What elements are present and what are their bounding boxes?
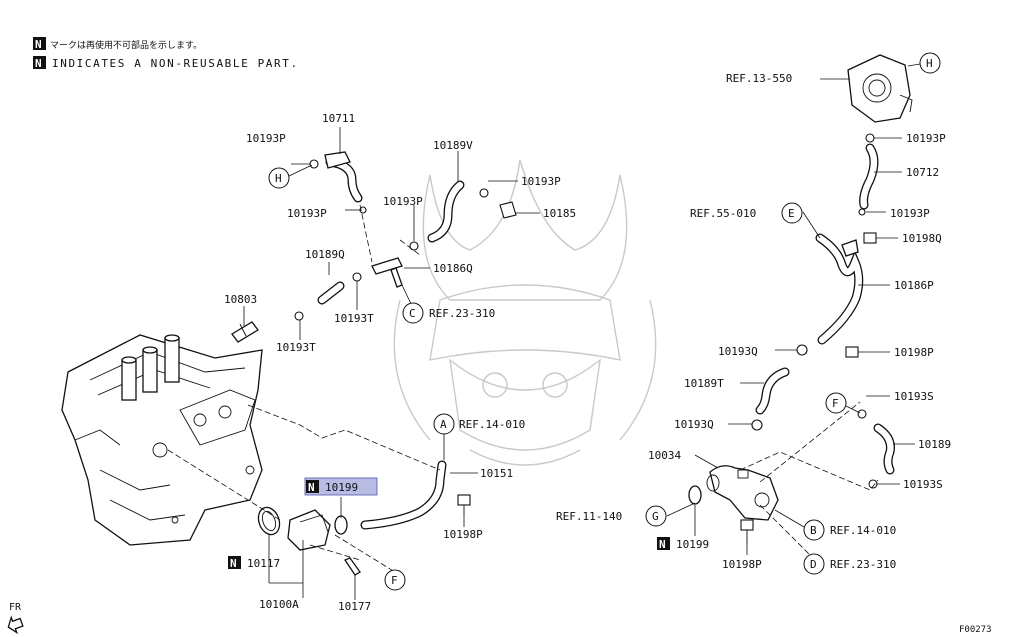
label-ref-13-550: REF.13-550 (726, 72, 792, 85)
note-en: N INDICATES A NON-REUSABLE PART. (33, 56, 299, 70)
thermostat-housing-drawing (257, 506, 361, 576)
engine-block-drawing (61, 334, 263, 546)
hose-10151-drawing (360, 460, 447, 530)
fr-label: FR (9, 602, 22, 613)
hose-10711-drawing (324, 151, 363, 203)
leader-lines (243, 78, 915, 600)
callout-letter: A (440, 418, 447, 431)
label-10199-b-text: 10199 (676, 538, 709, 551)
dashed-lines (167, 204, 879, 573)
label-10193s-b: 10193S (903, 478, 943, 491)
hose-10189v-drawing (427, 180, 465, 243)
label-10193p-a: 10193P (246, 132, 286, 145)
badge-letter: N (35, 57, 42, 70)
label-10199-a: N 10199 (304, 477, 378, 496)
callout-letter: D (810, 558, 817, 571)
clamps-left (294, 159, 517, 515)
label-10711: 10711 (322, 112, 355, 125)
label-10198q: 10198Q (902, 232, 942, 245)
label-10193p-e: 10193P (890, 207, 930, 220)
label-10193q-b: 10193Q (674, 418, 714, 431)
non-reusable-badge-icon (33, 37, 46, 50)
non-reusable-badge-icon (306, 480, 319, 493)
callout-g: G (645, 505, 667, 527)
callout-a: A (433, 413, 455, 435)
label-ref-23-310-b: REF.23-310 (830, 558, 896, 571)
sensor-10803-drawing (231, 321, 259, 343)
badge-letter: N (35, 38, 42, 51)
label-10151: 10151 (480, 467, 513, 480)
callout-letter: B (810, 524, 817, 537)
callout-f-left: F (384, 569, 406, 591)
label-10189v: 10189V (433, 139, 473, 152)
callout-h-left: H (268, 167, 290, 189)
front-arrow-icon (7, 615, 24, 635)
label-10199-a-text: 10199 (325, 481, 358, 494)
label-10198p-c: 10198P (722, 558, 762, 571)
hose-10189q-drawing (317, 281, 345, 305)
label-10117: N 10117 (228, 556, 280, 570)
joint-10186q-drawing (371, 257, 403, 288)
badge-letter: N (230, 557, 237, 570)
label-10186p: 10186P (894, 279, 934, 292)
label-10186q: 10186Q (433, 262, 473, 275)
label-10189t: 10189T (684, 377, 724, 390)
note-en-text: INDICATES A NON-REUSABLE PART. (52, 57, 299, 70)
label-10803: 10803 (224, 293, 257, 306)
label-10193t-a: 10193T (334, 312, 374, 325)
watermark-emblem (393, 159, 657, 466)
label-10189q: 10189Q (305, 248, 345, 261)
label-10198p-a: 10198P (443, 528, 483, 541)
callout-letter: H (275, 172, 282, 185)
hose-10712-drawing (859, 143, 879, 210)
label-10193p-d: 10193P (906, 132, 946, 145)
front-arrow: FR (7, 602, 24, 635)
label-10177: 10177 (338, 600, 371, 613)
callout-letter: C (409, 307, 416, 320)
label-ref-14-010-a: REF.14-010 (459, 418, 525, 431)
label-10100a: 10100A (259, 598, 299, 611)
label-10193s-a: 10193S (894, 390, 934, 403)
note-jp-text: マークは再使用不可部品を示します。 (50, 39, 202, 51)
callout-letter: F (391, 574, 398, 587)
pipe-10186p-drawing (815, 233, 864, 345)
label-ref-55-010: REF.55-010 (690, 207, 756, 220)
label-10185: 10185 (543, 207, 576, 220)
label-10193p-b: 10193P (287, 207, 327, 220)
non-reusable-badge-icon (657, 537, 670, 550)
callout-d: D (803, 553, 825, 575)
badge-letter: N (659, 538, 666, 551)
label-10193q-a: 10193Q (718, 345, 758, 358)
hose-10189t-drawing (755, 367, 790, 415)
label-ref-23-310-a: REF.23-310 (429, 307, 495, 320)
label-10199-b: N 10199 (657, 537, 709, 551)
label-ref-14-010-b: REF.14-010 (830, 524, 896, 537)
label-10198p-b: 10198P (894, 346, 934, 359)
callout-letter: G (652, 510, 659, 523)
label-ref-11-140: REF.11-140 (556, 510, 622, 523)
label-10117-text: 10117 (247, 557, 280, 570)
label-10193p-f: 10193P (521, 175, 561, 188)
label-10712: 10712 (906, 166, 939, 179)
callout-letter: F (832, 397, 839, 410)
label-10189: 10189 (918, 438, 951, 451)
callout-letter: E (788, 207, 795, 220)
throttle-body-drawing (847, 54, 913, 123)
callout-letter: H (926, 57, 933, 70)
callout-c: C (402, 302, 424, 324)
callout-h-right: H (919, 52, 941, 74)
label-10193p-c: 10193P (383, 195, 423, 208)
badge-letter: N (308, 481, 315, 494)
non-reusable-badge-icon (33, 56, 46, 69)
hose-10189-drawing (873, 423, 895, 475)
note-jp: N マークは再使用不可部品を示します。 (33, 37, 202, 51)
figure-code: F00273 (959, 625, 992, 635)
callout-f-right: F (825, 392, 847, 414)
callout-b: B (803, 519, 825, 541)
callout-e: E (781, 202, 803, 224)
label-10034: 10034 (648, 449, 681, 462)
non-reusable-badge-icon (228, 556, 241, 569)
label-10193t-b: 10193T (276, 341, 316, 354)
